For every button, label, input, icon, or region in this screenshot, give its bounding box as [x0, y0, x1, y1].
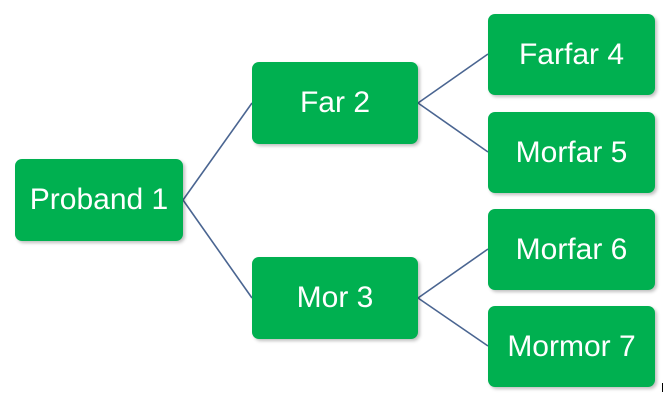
connector-proband-far [182, 102, 253, 201]
connector-proband-mor [182, 199, 253, 299]
node-proband: Proband 1 [15, 159, 183, 241]
connector-far-morfar5 [417, 102, 489, 153]
node-mormor: Mormor 7 [488, 306, 655, 387]
node-farfar: Farfar 4 [488, 14, 655, 95]
connector-mor-morfar6 [417, 248, 489, 299]
node-morfar-6: Morfar 6 [488, 209, 655, 290]
node-morfar-5: Morfar 5 [488, 112, 655, 193]
node-far: Far 2 [252, 62, 418, 144]
node-mor: Mor 3 [252, 257, 418, 339]
connector-far-farfar [417, 53, 489, 104]
corner-mark [662, 383, 663, 392]
connector-mor-mormor [417, 297, 489, 347]
